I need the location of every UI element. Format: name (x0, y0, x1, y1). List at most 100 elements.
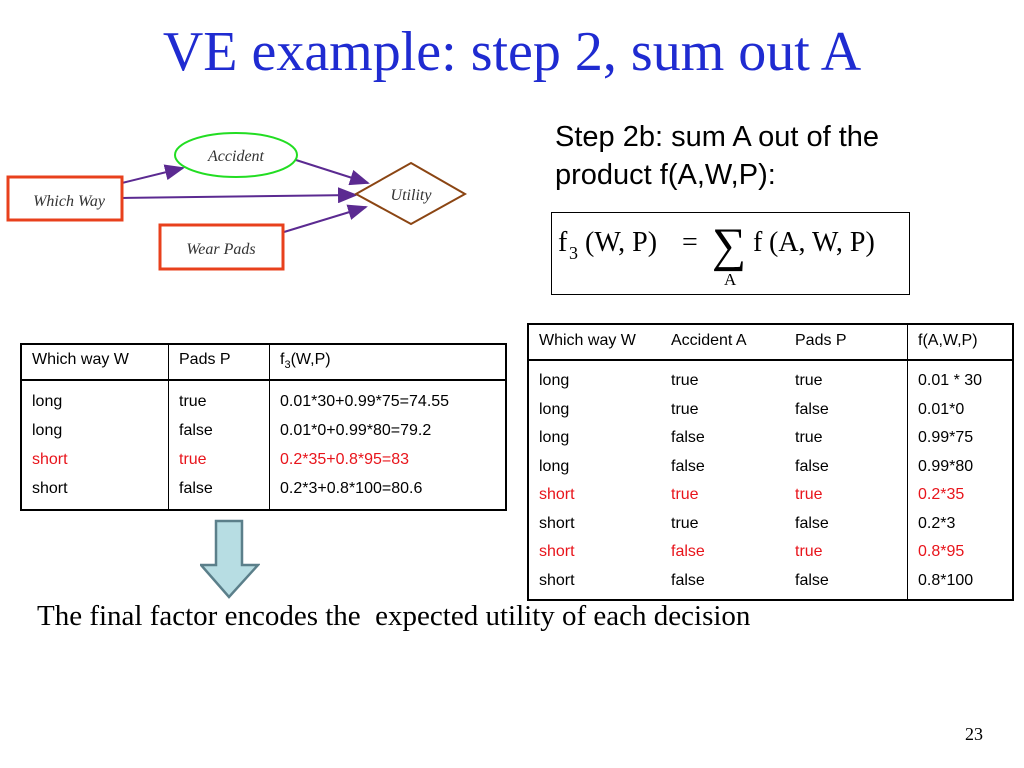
wear-pads-node (158, 223, 285, 271)
step-line-1: Step 2b: sum A out of the (555, 121, 880, 153)
edge-accident-utility (295, 159, 370, 186)
cell-which-way: long (21, 416, 169, 445)
cell-which-way: long (539, 372, 570, 389)
edge-wearpads-utility (283, 204, 368, 233)
table-row: short true true 0.2*35 (528, 481, 1013, 510)
edge-whichway-accident (121, 164, 185, 184)
utility-node (353, 161, 468, 226)
formula-lhs-f: f (558, 227, 568, 258)
cell-which-way: long (539, 400, 570, 418)
table-row: long true true 0.01 * 30 (528, 360, 1013, 396)
table-header-row: Which way W Pads P f3(W,P) (21, 344, 506, 381)
cell-assignment: short false true (528, 538, 908, 567)
cell-accident: true (671, 400, 699, 418)
formula-equals: = (682, 227, 698, 258)
header-fawp: f(A,W,P) (907, 324, 1013, 361)
cell-pads: true (168, 445, 270, 474)
table-row: long true false 0.01*0 (528, 395, 1013, 424)
down-arrow-icon (200, 519, 260, 599)
wear-pads-node-label: Wear Pads (186, 241, 255, 258)
cell-pads: true (795, 372, 823, 389)
cell-assignment: long false false (528, 452, 908, 481)
slide-title: VE example: step 2, sum out A (162, 21, 862, 83)
cell-fawp-value: 0.8*100 (918, 571, 974, 589)
cell-pads: true (168, 380, 270, 416)
cell-which-way: short (21, 445, 169, 474)
cell-pads: false (795, 514, 829, 532)
cell-f3-value: 0.2*3+0.8*100=80.6 (280, 480, 423, 497)
cell-pads: false (795, 571, 829, 589)
cell-fawp-value: 0.99*80 (918, 457, 974, 475)
cell-assignment: long true false (528, 395, 908, 424)
cell-which-way: short (539, 514, 575, 532)
cell-fawp-value: 0.01 * 30 (918, 372, 983, 389)
cell-assignment: short true true (528, 481, 908, 510)
cell-accident: true (671, 372, 699, 389)
formula-sigma: ∑ (712, 219, 746, 272)
cell-which-way: short (539, 486, 575, 503)
cell-fawp-value: 0.2*35 (918, 486, 965, 503)
edge-whichway-utility (121, 187, 358, 204)
cell-fawp-value: 0.99*75 (918, 429, 974, 446)
header-f3: f3(W,P) (269, 344, 506, 381)
table-row: long false true 0.99*75 (528, 424, 1013, 453)
cell-which-way: long (539, 429, 570, 446)
accident-node (174, 132, 298, 178)
which-way-node (6, 175, 124, 222)
cell-assignment: short false false (528, 566, 908, 600)
formula-sigma-sub: A (724, 270, 737, 289)
table-row: short false true 0.8*95 (528, 538, 1013, 567)
table-row: short true false 0.2*3 (528, 509, 1013, 538)
cell-f3-value: 0.01*0+0.99*80=79.2 (280, 422, 432, 439)
cell-f3-value: 0.2*35+0.8*95=83 (280, 451, 410, 468)
formula-box: f 3 (W, P) = ∑ A f (A, W, P) (551, 212, 910, 295)
cell-pads: true (795, 543, 823, 560)
header-which-way: Which way W (21, 344, 169, 381)
page-number: 23 (965, 724, 983, 744)
step-line-2: product f(A,W,P): (555, 159, 776, 191)
cell-pads: true (795, 486, 823, 503)
formula-rhs-f: f (753, 227, 763, 258)
table-row: long false false 0.99*80 (528, 452, 1013, 481)
cell-which-way: short (21, 474, 169, 510)
header-pads: Pads P (168, 344, 270, 381)
caption: The final factor encodes the expected ut… (37, 600, 751, 632)
formula-rhs-args: (A, W, P) (769, 227, 875, 258)
cell-pads: false (168, 416, 270, 445)
cell-assignment: short true false (528, 509, 908, 538)
cell-which-way: short (539, 571, 575, 589)
cell-which-way: short (539, 543, 575, 560)
cell-which-way: long (21, 380, 169, 416)
step-description: Step 2b: sum A out of the product f(A,W,… (555, 118, 975, 194)
cell-accident: true (671, 514, 699, 532)
influence-diagram: Accident Which Way Utility Wear Pads (6, 132, 468, 271)
cell-accident: false (671, 543, 705, 560)
cell-which-way: long (539, 457, 570, 475)
which-way-node-label: Which Way (33, 193, 106, 210)
cell-pads: true (795, 429, 823, 446)
cell-fawp-value: 0.2*3 (918, 514, 956, 532)
cell-f3-value: 0.01*30+0.99*75=74.55 (280, 393, 450, 410)
table-row: short false false 0.8*100 (528, 566, 1013, 600)
cell-accident: false (671, 457, 705, 475)
cell-pads: false (795, 400, 829, 418)
cell-assignment: long true true (528, 360, 908, 396)
cell-fawp-value: 0.8*95 (918, 543, 965, 560)
cell-accident: false (671, 571, 705, 589)
cell-assignment: long false true (528, 424, 908, 453)
cell-pads: false (795, 457, 829, 475)
cell-accident: false (671, 429, 705, 446)
formula-lhs-sub: 3 (569, 243, 578, 263)
accident-node-label: Accident (207, 148, 265, 165)
formula-lhs-args: (W, P) (585, 227, 657, 258)
cell-fawp-value: 0.01*0 (918, 400, 965, 418)
cell-accident: true (671, 486, 699, 503)
